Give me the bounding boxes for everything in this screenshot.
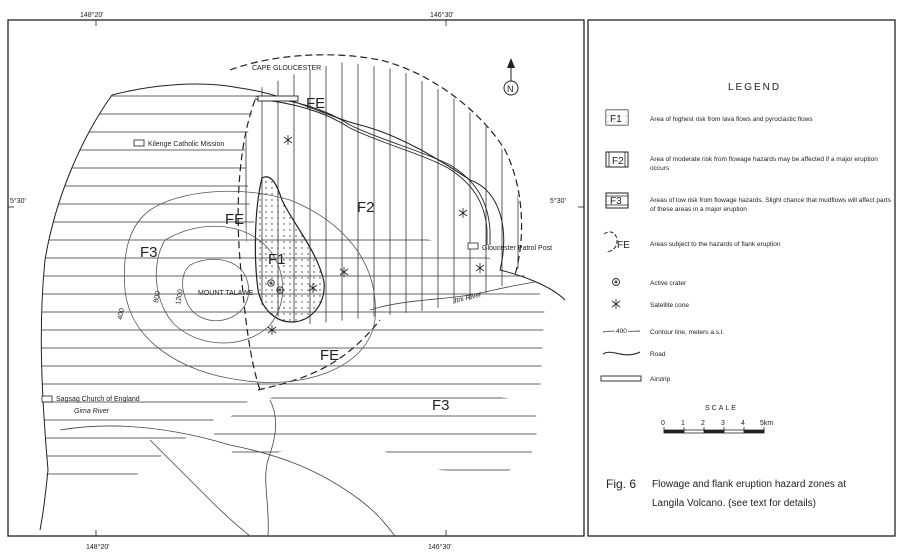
zone-label-fe-south: FE <box>320 347 339 364</box>
active-craters <box>267 279 284 294</box>
legend-symbol-airstrip <box>600 375 642 382</box>
legend-symbol-f2: F2 <box>605 151 629 168</box>
graticule-ticks <box>8 20 584 536</box>
lon-bottom-right: 146°30' <box>428 543 452 551</box>
legend-text-f1: Area of highest risk from lava flows and… <box>650 116 813 123</box>
scale-tick-4: 4 <box>741 420 745 427</box>
svg-text:F3: F3 <box>610 196 622 207</box>
legend-symbol-active-crater <box>612 278 620 286</box>
lon-bottom-left: 148°20' <box>86 543 110 551</box>
gloucester-post-marker <box>467 242 479 250</box>
zone-label-f1: F1 <box>268 251 286 268</box>
legend-symbol-fe: FE <box>603 231 630 253</box>
mount-talawe-label: MOUNT TALAWE <box>198 290 254 297</box>
scale-tick-0: 0 <box>661 420 665 427</box>
sagsag-label: Sagsag Church of England <box>56 396 140 403</box>
legend-text-fe: Areas subject to the hazards of flank er… <box>650 241 781 248</box>
scale-tick-2: 2 <box>701 420 705 427</box>
coastline <box>39 83 566 531</box>
legend-text-contour: Contour line, meters a.s.l. <box>650 329 724 336</box>
contour-1200-label: 1200 <box>175 289 185 306</box>
airstrip <box>257 95 299 102</box>
lat-right: 5°30' <box>550 197 566 205</box>
svg-text:F1: F1 <box>610 114 622 125</box>
svg-text:400: 400 <box>616 328 627 335</box>
lon-top-left: 148°20' <box>80 11 104 19</box>
legend-symbol-f3: F3 <box>605 192 629 209</box>
scale-tick-1: 1 <box>681 420 685 427</box>
sagsag-marker <box>41 395 53 403</box>
legend-symbol-f1: F1 <box>605 109 629 126</box>
kilenge-label: Kilenge Catholic Mission <box>148 141 224 148</box>
zone-label-f2: F2 <box>357 199 375 216</box>
lat-left: 5°30' <box>10 197 26 205</box>
scale-bar <box>663 427 765 434</box>
zone-label-f3-south: F3 <box>432 397 450 414</box>
scale-title: SCALE <box>705 405 738 412</box>
f3-south-zone <box>210 397 540 471</box>
contour-lines <box>124 190 376 383</box>
gloucester-post-label: Gloucester Patrol Post <box>482 245 552 252</box>
legend-frame <box>587 19 896 537</box>
legend-symbol-satellite-cone <box>611 299 621 309</box>
north-arrow: N <box>503 58 519 96</box>
f1-zone <box>254 176 325 323</box>
svg-text:F2: F2 <box>612 156 624 167</box>
cape-gloucester-label: CAPE GLOUCESTER <box>252 65 321 72</box>
rivers <box>59 281 536 537</box>
kilenge-mission-marker <box>133 139 145 147</box>
legend-text-f3: Areas of low risk from flowage hazards. … <box>650 197 891 213</box>
map-frame <box>7 19 585 537</box>
scale-tick-5: 5km <box>760 420 773 427</box>
zone-label-fe-north: FE <box>306 95 325 112</box>
zone-label-f3-west: F3 <box>140 244 158 261</box>
legend-symbol-contour: 400 <box>602 327 641 337</box>
lon-top-right: 146°30' <box>430 11 454 19</box>
contour-400-label: 400 <box>117 308 126 321</box>
north-label: N <box>507 84 514 94</box>
gima-river-label: Gima River <box>74 408 110 415</box>
itni-river-label: Itni River <box>454 291 483 305</box>
caption-line-2: Langila Volcano. (see text for details) <box>652 498 816 509</box>
scale-tick-labels: 0 1 2 3 4 5km <box>661 420 773 427</box>
legend-text-airstrip: Airstrip <box>650 376 671 383</box>
figure-number: Fig. 6 <box>606 477 636 491</box>
legend-text-satellite-cone: Satellite cone <box>650 302 689 309</box>
legend-title: LEGEND <box>728 82 781 93</box>
scale-tick-3: 3 <box>721 420 725 427</box>
legend-text-f2: Area of moderate risk from flowage hazar… <box>650 156 878 172</box>
zone-label-fe-west: FE <box>225 211 244 228</box>
svg-text:FE: FE <box>617 240 630 251</box>
legend-symbol-road <box>602 351 641 356</box>
legend-text-road: Road <box>650 351 666 358</box>
road <box>254 95 491 245</box>
contour-800-label: 800 <box>153 291 162 304</box>
legend-text-active-crater: Active crater <box>650 280 687 287</box>
caption-line-1: Flowage and flank eruption hazard zones … <box>652 479 846 490</box>
satellite-cones <box>267 135 485 335</box>
fe-boundaries <box>229 54 523 391</box>
